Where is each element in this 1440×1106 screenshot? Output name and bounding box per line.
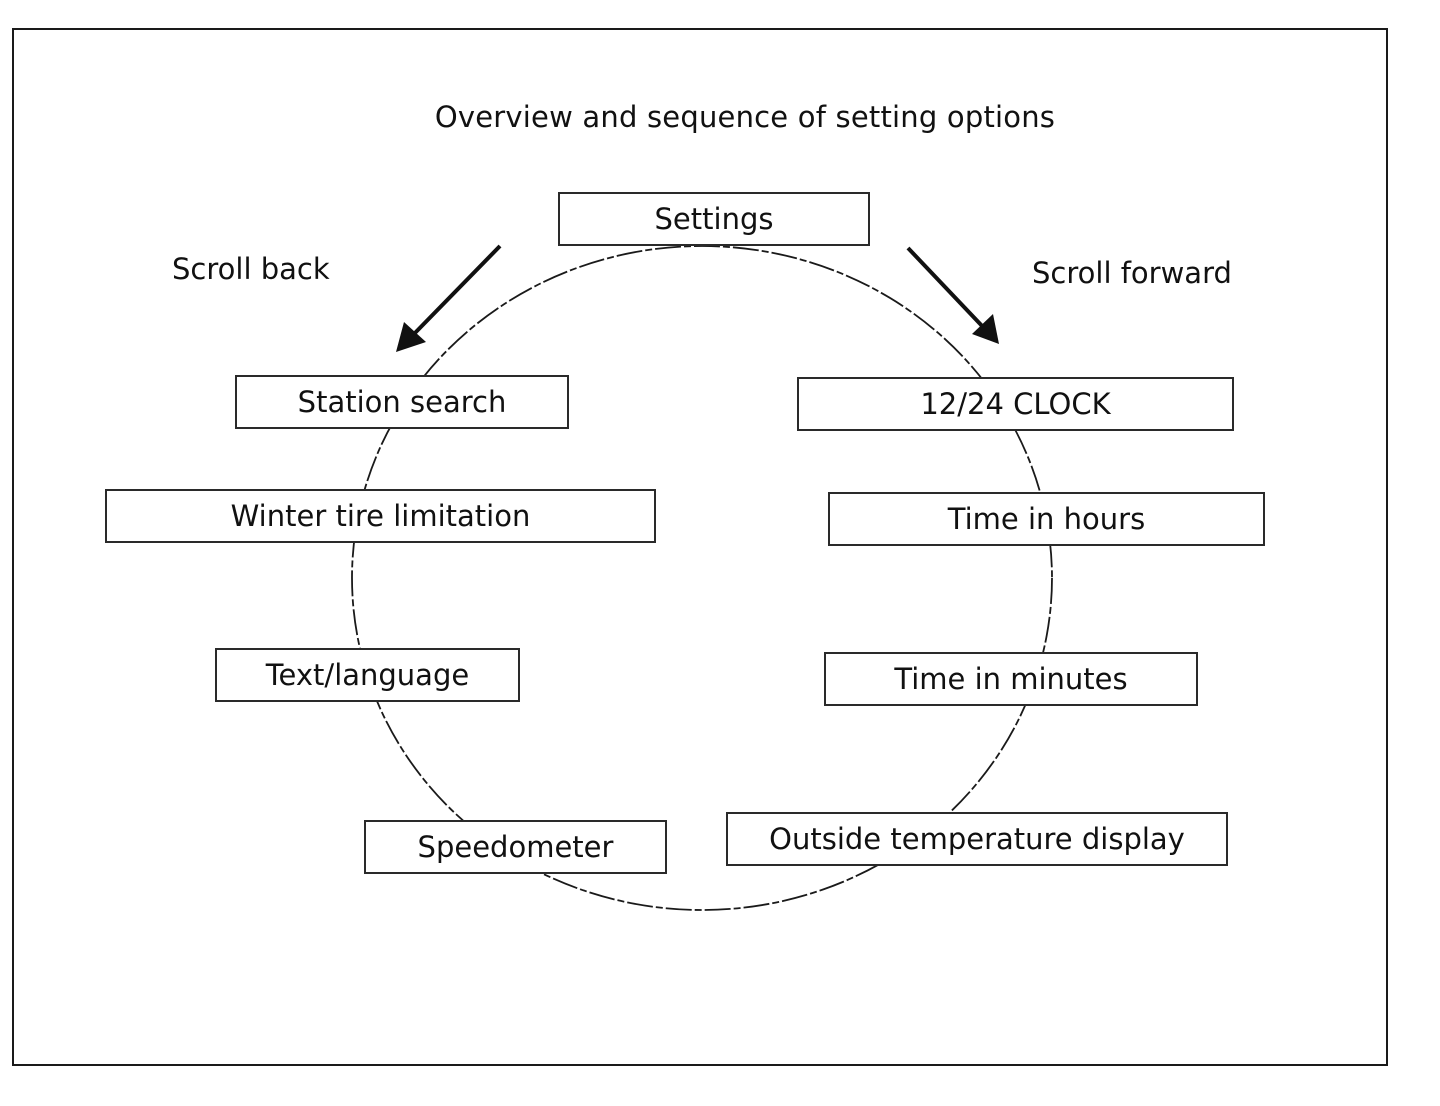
settings-node: Settings xyxy=(558,192,870,246)
diagram-frame xyxy=(12,28,1388,1066)
scroll-back-label: Scroll back xyxy=(172,252,330,286)
diagram-title: Overview and sequence of setting options xyxy=(434,100,1056,134)
sequence-circle xyxy=(351,245,1053,911)
node-time-in-hours: Time in hours xyxy=(828,492,1265,546)
scroll-forward-label: Scroll forward xyxy=(1032,256,1232,290)
node-speedometer: Speedometer xyxy=(364,820,667,874)
node-text-language: Text/language xyxy=(215,648,520,702)
node-station-search: Station search xyxy=(235,375,569,429)
node-outside-temperature-display: Outside temperature display xyxy=(726,812,1228,866)
node-winter-tire-limitation: Winter tire limitation xyxy=(105,489,656,543)
scroll-forward-arrow-icon xyxy=(906,246,999,344)
node-time-in-minutes: Time in minutes xyxy=(824,652,1198,706)
scroll-back-arrow-icon xyxy=(396,244,502,352)
node-12-24-clock: 12/24 CLOCK xyxy=(797,377,1234,431)
